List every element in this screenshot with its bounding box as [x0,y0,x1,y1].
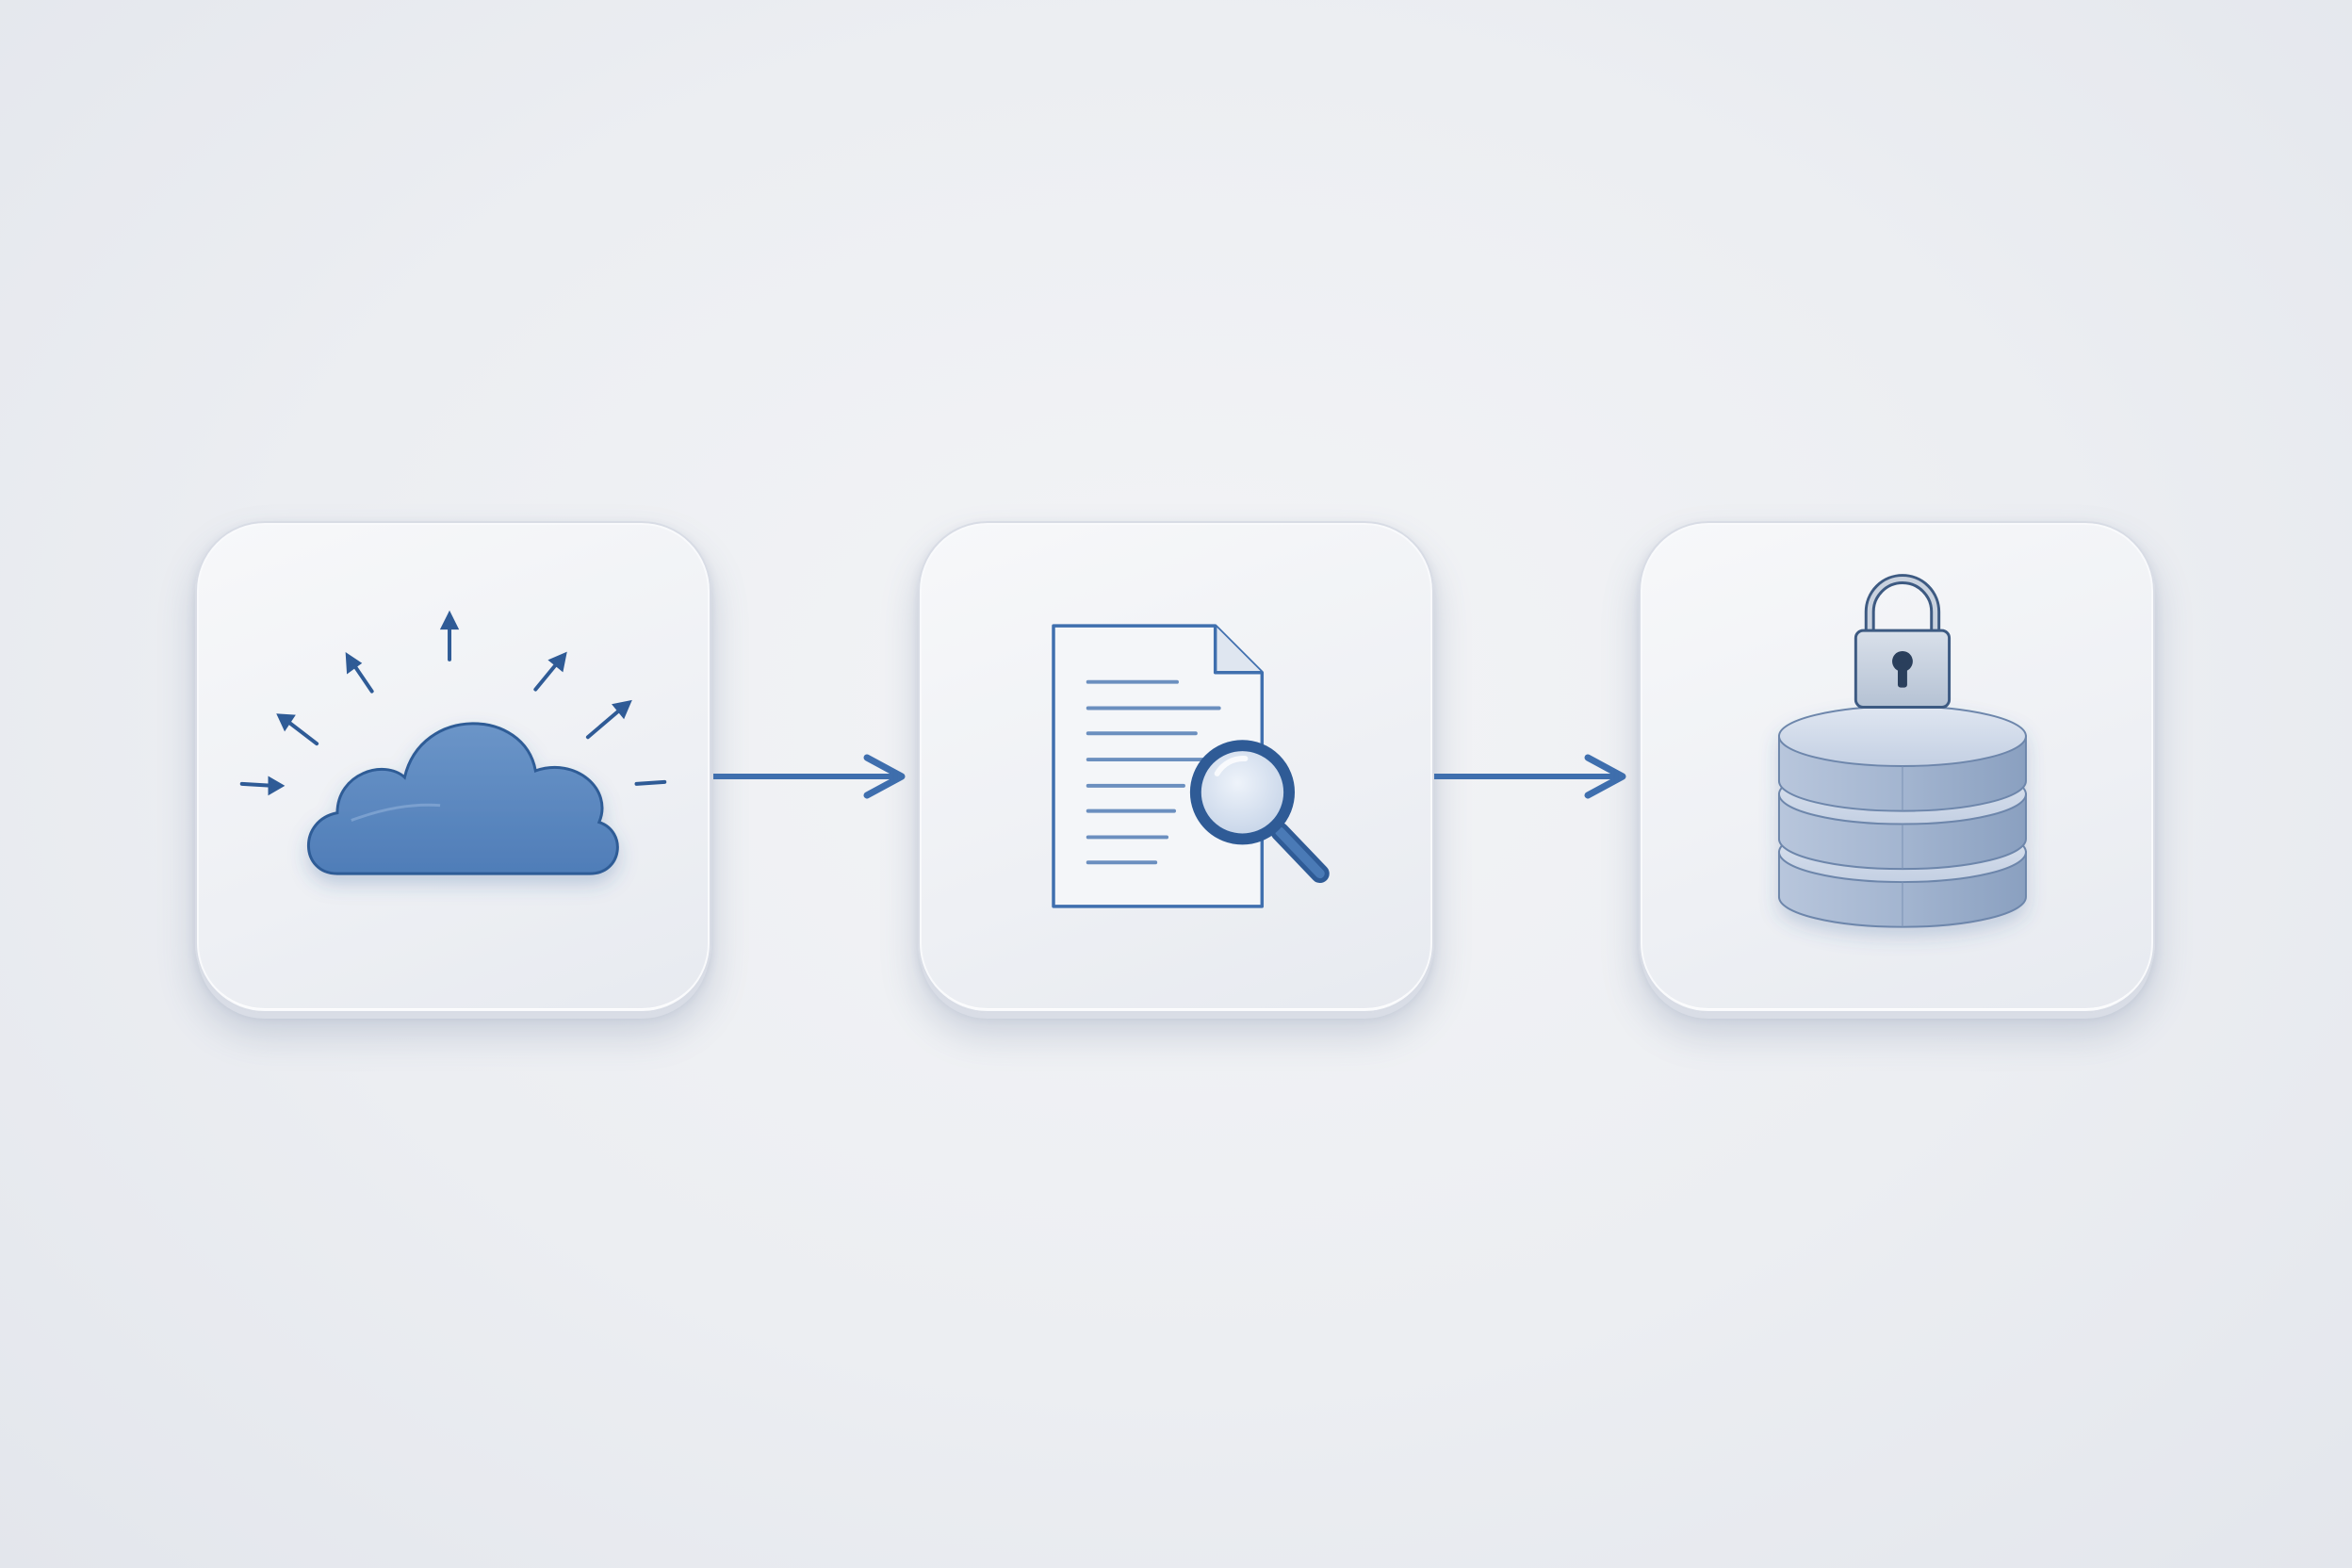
arrow-right-icon [1434,744,1640,801]
magnifier-icon [1189,740,1330,884]
radiating-arrows [239,610,667,796]
cloud-shape [306,722,619,875]
step-tile-cloud [195,521,711,1013]
arrow-right-icon [713,744,919,801]
step-tile-database [1639,521,2155,1013]
cloud-upload-icon [239,610,667,875]
document-text-lines [1086,679,1221,865]
document-search-icon [1052,624,1330,908]
locked-database-icon [1777,574,2027,928]
padlock-icon [1854,574,1952,709]
database-stack [1777,705,2027,928]
step-tile-document [918,521,1434,1013]
